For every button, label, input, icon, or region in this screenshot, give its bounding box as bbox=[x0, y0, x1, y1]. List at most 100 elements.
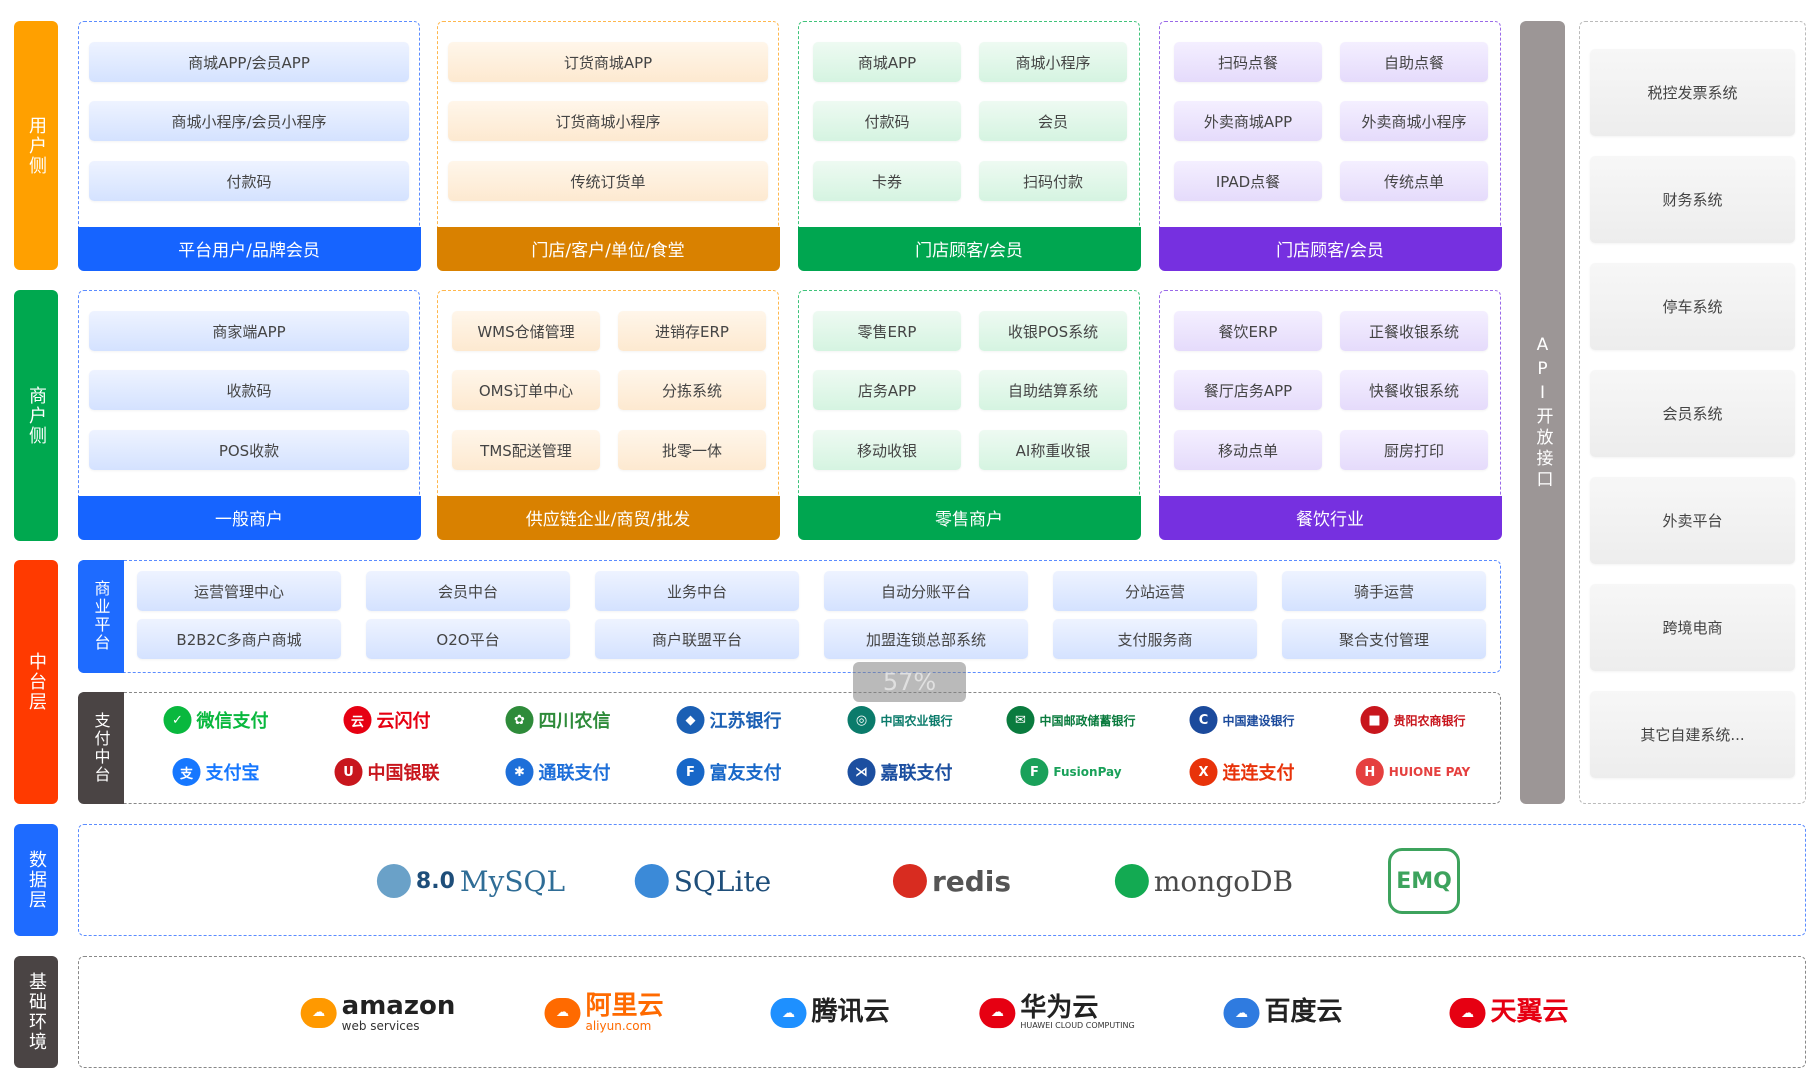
module-item[interactable]: AI称重收银 bbox=[979, 430, 1127, 470]
platform-item[interactable]: 分站运营 bbox=[1053, 571, 1257, 611]
platform-item[interactable]: 运营管理中心 bbox=[137, 571, 341, 611]
module-item[interactable]: TMS配送管理 bbox=[452, 430, 600, 470]
module-item[interactable]: 传统订货单 bbox=[448, 161, 768, 201]
layer-label: 用户侧 bbox=[14, 21, 58, 270]
guiyang-rcb-icon: ■ bbox=[1360, 706, 1389, 734]
platform-item[interactable]: 商户联盟平台 bbox=[595, 619, 799, 659]
module-item[interactable]: 商家端APP bbox=[89, 311, 409, 351]
module-item[interactable]: 传统点单 bbox=[1340, 161, 1488, 201]
external-system-item[interactable]: 跨境电商 bbox=[1590, 584, 1795, 671]
cloud-provider-subtitle: web services bbox=[341, 1019, 420, 1034]
module-item[interactable]: 付款码 bbox=[89, 161, 409, 201]
module-item[interactable]: 会员 bbox=[979, 101, 1127, 141]
module-item[interactable]: 扫码付款 bbox=[979, 161, 1127, 201]
unionpay-quickpass-icon: 云 bbox=[343, 706, 372, 734]
cloud-provider-name: 天翼云 bbox=[1490, 997, 1569, 1028]
module-item[interactable]: 外卖商城APP bbox=[1174, 101, 1322, 141]
module-item[interactable]: 自助结算系统 bbox=[979, 370, 1127, 410]
module-item[interactable]: IPAD点餐 bbox=[1174, 161, 1322, 201]
platform-item[interactable]: 聚合支付管理 bbox=[1282, 619, 1486, 659]
external-system-item[interactable]: 会员系统 bbox=[1590, 370, 1795, 457]
tianyi-cloud-icon: ☁ bbox=[1449, 998, 1486, 1028]
platform-item[interactable]: 自动分账平台 bbox=[824, 571, 1028, 611]
external-system-item[interactable]: 其它自建系统... bbox=[1590, 691, 1795, 778]
database-name: redis bbox=[931, 864, 1012, 898]
redis-icon bbox=[892, 864, 927, 898]
payment-provider-name: 连连支付 bbox=[1222, 763, 1295, 784]
module-item[interactable]: WMS仓储管理 bbox=[452, 311, 600, 351]
sichuan-rural-credit-icon: ✿ bbox=[505, 706, 534, 734]
platform-item[interactable]: 会员中台 bbox=[366, 571, 570, 611]
platform-item[interactable]: 骑手运营 bbox=[1282, 571, 1486, 611]
unionpay-icon: U bbox=[334, 758, 363, 786]
module-item[interactable]: 餐厅店务APP bbox=[1174, 370, 1322, 410]
module-item[interactable]: 进销存ERP bbox=[618, 311, 766, 351]
module-item[interactable]: 订货商城APP bbox=[448, 42, 768, 82]
module-item[interactable]: 正餐收银系统 bbox=[1340, 311, 1488, 351]
module-item[interactable]: 零售ERP bbox=[813, 311, 961, 351]
database-name: mongoDB bbox=[1153, 864, 1294, 898]
platform-item[interactable]: 加盟连锁总部系统 bbox=[824, 619, 1028, 659]
external-system-item[interactable]: 财务系统 bbox=[1590, 156, 1795, 243]
external-system-item[interactable]: 外卖平台 bbox=[1590, 477, 1795, 564]
module-item[interactable]: 店务APP bbox=[813, 370, 961, 410]
module-item[interactable]: 商城APP bbox=[813, 42, 961, 82]
module-item[interactable]: 分拣系统 bbox=[618, 370, 766, 410]
user-category-bar: 门店/客户/单位/食堂 bbox=[436, 226, 780, 271]
module-item[interactable]: 订货商城小程序 bbox=[448, 101, 768, 141]
module-item[interactable]: POS收款 bbox=[89, 430, 409, 470]
payment-provider-name: FusionPay bbox=[1053, 765, 1122, 779]
payment-provider-logo: ■贵阳农商银行 bbox=[1360, 706, 1466, 734]
payment-provider-name: 云闪付 bbox=[376, 711, 431, 732]
layer-label: 数据层 bbox=[14, 824, 58, 936]
progress-overlay: 57% bbox=[853, 662, 966, 702]
module-item[interactable]: 自助点餐 bbox=[1340, 42, 1488, 82]
module-item[interactable]: 商城小程序 bbox=[979, 42, 1127, 82]
huione-pay-icon: H bbox=[1355, 758, 1384, 786]
cloud-provider-logo: ☁天翼云 bbox=[1449, 997, 1569, 1028]
module-item[interactable]: 卡券 bbox=[813, 161, 961, 201]
api-open-interface-bar: API开放接口 bbox=[1520, 21, 1565, 804]
module-item[interactable]: 扫码点餐 bbox=[1174, 42, 1322, 82]
cloud-provider-text: 天翼云 bbox=[1490, 997, 1569, 1028]
payment-provider-logo: ✉中国邮政储蓄银行 bbox=[1006, 706, 1136, 734]
emq-icon: EMQ bbox=[1388, 848, 1460, 914]
cloud-provider-name: 华为云 bbox=[1020, 993, 1099, 1024]
module-item[interactable]: 商城APP/会员APP bbox=[89, 42, 409, 82]
external-system-item[interactable]: 停车系统 bbox=[1590, 263, 1795, 350]
module-item[interactable]: 厨房打印 bbox=[1340, 430, 1488, 470]
abc-bank-icon: ◎ bbox=[847, 706, 876, 734]
external-system-item[interactable]: 税控发票系统 bbox=[1590, 49, 1795, 136]
module-item[interactable]: 外卖商城小程序 bbox=[1340, 101, 1488, 141]
alipay-icon: 支 bbox=[172, 758, 201, 786]
module-item[interactable]: 快餐收银系统 bbox=[1340, 370, 1488, 410]
module-item[interactable]: OMS订单中心 bbox=[452, 370, 600, 410]
platform-item[interactable]: B2B2C多商户商城 bbox=[137, 619, 341, 659]
module-item[interactable]: 收款码 bbox=[89, 370, 409, 410]
module-item[interactable]: 收银POS系统 bbox=[979, 311, 1127, 351]
module-item[interactable]: 批零一体 bbox=[618, 430, 766, 470]
platform-item[interactable]: O2O平台 bbox=[366, 619, 570, 659]
module-item[interactable]: 付款码 bbox=[813, 101, 961, 141]
module-item[interactable]: 餐饮ERP bbox=[1174, 311, 1322, 351]
payment-provider-name: 中国建设银行 bbox=[1222, 713, 1295, 728]
layer-label: 中台层 bbox=[14, 560, 58, 804]
mysql-icon bbox=[376, 864, 411, 898]
platform-item[interactable]: 业务中台 bbox=[595, 571, 799, 611]
merchant-category-bar: 零售商户 bbox=[797, 495, 1141, 540]
module-item[interactable]: 移动收银 bbox=[813, 430, 961, 470]
module-item[interactable]: 商城小程序/会员小程序 bbox=[89, 101, 409, 141]
ccb-icon: C bbox=[1189, 706, 1218, 734]
cloud-provider-logo: ☁百度云 bbox=[1223, 998, 1343, 1028]
platform-item[interactable]: 支付服务商 bbox=[1053, 619, 1257, 659]
module-item[interactable]: 移动点单 bbox=[1174, 430, 1322, 470]
